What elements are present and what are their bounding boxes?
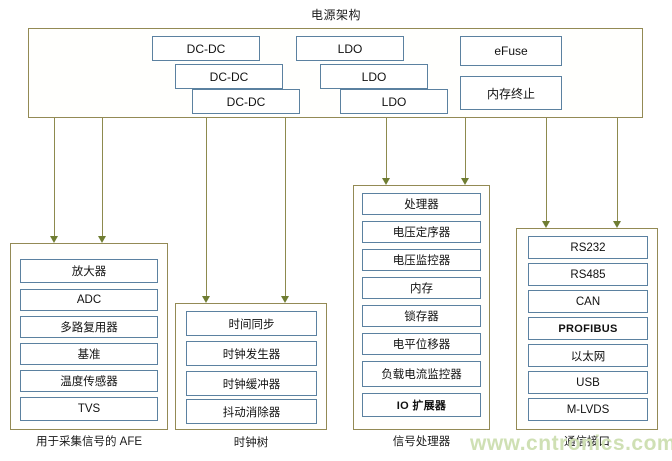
clock-tree-caption: 时钟树 [233, 437, 269, 449]
power-rail-ldo-2[interactable]: LDO [320, 64, 428, 89]
afe-item-adc[interactable]: ADC [20, 289, 158, 311]
connector-arrow-clock-2 [280, 296, 289, 303]
connector-line-afe-1 [54, 118, 55, 236]
connector-arrow-clock-1 [201, 296, 210, 303]
afe-caption: 用于采集信号的 AFE [35, 436, 143, 448]
connector-line-clock-1 [206, 118, 207, 296]
signal-processor-caption: 信号处理器 [392, 436, 451, 448]
comm-item-usb[interactable]: USB [528, 371, 648, 394]
connector-arrow-signal-2 [460, 178, 469, 185]
afe-item-amplifier[interactable]: 放大器 [20, 259, 158, 283]
comm-interface-caption: 通信接口 [564, 436, 610, 448]
signal-item-load-current-monitor[interactable]: 负载电流监控器 [362, 361, 481, 387]
connector-arrow-signal-1 [381, 178, 390, 185]
comm-item-ethernet[interactable]: 以太网 [528, 344, 648, 367]
connector-arrow-afe-2 [97, 236, 106, 243]
afe-item-multiplexer[interactable]: 多路复用器 [20, 316, 158, 338]
connector-line-signal-2 [465, 118, 466, 178]
signal-item-voltage-monitor[interactable]: 电压监控器 [362, 249, 481, 271]
clock-item-time-sync[interactable]: 时间同步 [186, 311, 317, 336]
site-watermark: www.cntronics.com [470, 432, 672, 455]
connector-arrow-afe-1 [49, 236, 58, 243]
comm-item-can[interactable]: CAN [528, 290, 648, 313]
page-title: 电源架构 [310, 8, 361, 22]
power-rail-ldo-1[interactable]: LDO [296, 36, 404, 61]
afe-item-temperature-sensor[interactable]: 温度传感器 [20, 370, 158, 392]
power-rail-dcdc-2[interactable]: DC-DC [175, 64, 283, 89]
comm-item-profibus[interactable]: PROFIBUS [528, 317, 648, 340]
connector-line-afe-2 [102, 118, 103, 236]
connector-line-signal-1 [386, 118, 387, 178]
clock-item-buffer[interactable]: 时钟缓冲器 [186, 371, 317, 396]
connector-line-comm-1 [546, 118, 547, 221]
signal-item-latch[interactable]: 锁存器 [362, 305, 481, 327]
clock-item-generator[interactable]: 时钟发生器 [186, 341, 317, 366]
signal-item-memory[interactable]: 内存 [362, 277, 481, 299]
signal-item-processor[interactable]: 处理器 [362, 193, 481, 215]
signal-item-io-expander[interactable]: IO 扩展器 [362, 393, 481, 417]
connector-line-comm-2 [617, 118, 618, 221]
power-rail-dcdc-1[interactable]: DC-DC [152, 36, 260, 61]
connector-arrow-comm-2 [612, 221, 621, 228]
afe-item-tvs[interactable]: TVS [20, 397, 158, 421]
afe-item-reference[interactable]: 基准 [20, 343, 158, 365]
signal-item-level-shifter[interactable]: 电平位移器 [362, 333, 481, 355]
comm-item-rs485[interactable]: RS485 [528, 263, 648, 286]
comm-item-rs232[interactable]: RS232 [528, 236, 648, 259]
connector-line-clock-2 [285, 118, 286, 296]
signal-item-voltage-sequencer[interactable]: 电压定序器 [362, 221, 481, 243]
power-rail-memory-termination[interactable]: 内存终止 [460, 76, 562, 110]
power-rail-efuse[interactable]: eFuse [460, 36, 562, 66]
clock-item-jitter-cleaner[interactable]: 抖动消除器 [186, 399, 317, 424]
power-rail-dcdc-3[interactable]: DC-DC [192, 89, 300, 114]
comm-item-mlvds[interactable]: M-LVDS [528, 398, 648, 421]
power-rail-ldo-3[interactable]: LDO [340, 89, 448, 114]
connector-arrow-comm-1 [541, 221, 550, 228]
